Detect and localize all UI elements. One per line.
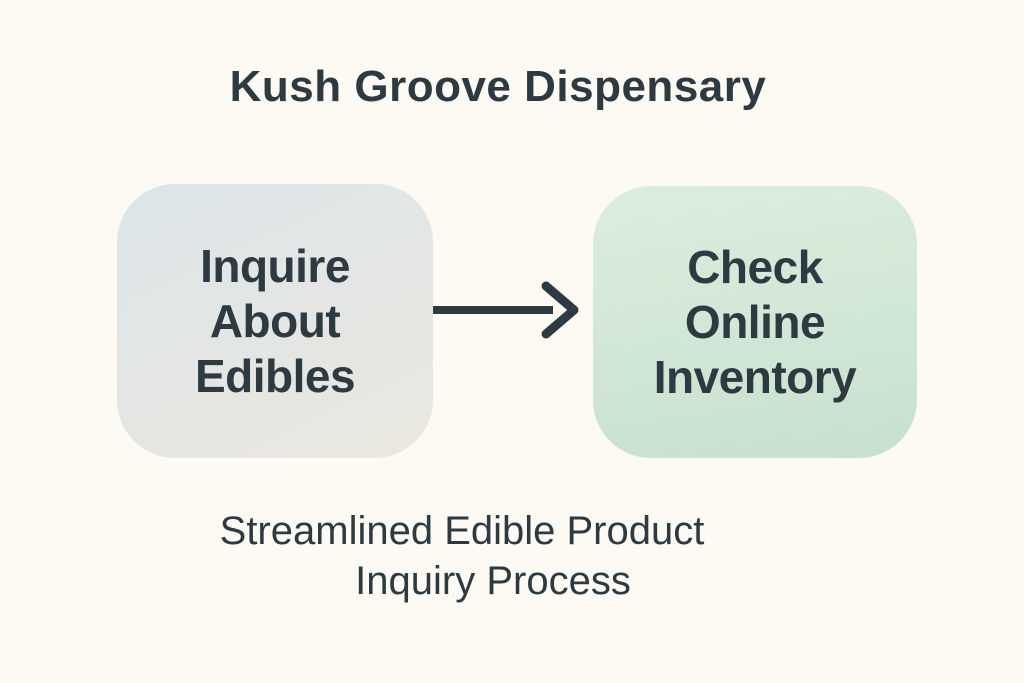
page-title: Kush Groove Dispensary [229, 62, 767, 111]
caption: Streamlined Edible Product Inquiry Proce… [0, 506, 974, 606]
node-inquire-about-edibles: Inquire About Edibles [117, 184, 433, 458]
node-label: Inquire About Edibles [194, 239, 356, 402]
caption-line: Inquiry Process [355, 559, 631, 603]
caption-line: Streamlined Edible Product [219, 509, 705, 553]
arrow-right-icon [433, 281, 579, 339]
node-label: Check Online Inventory [653, 240, 857, 403]
node-check-online-inventory: Check Online Inventory [593, 186, 917, 458]
